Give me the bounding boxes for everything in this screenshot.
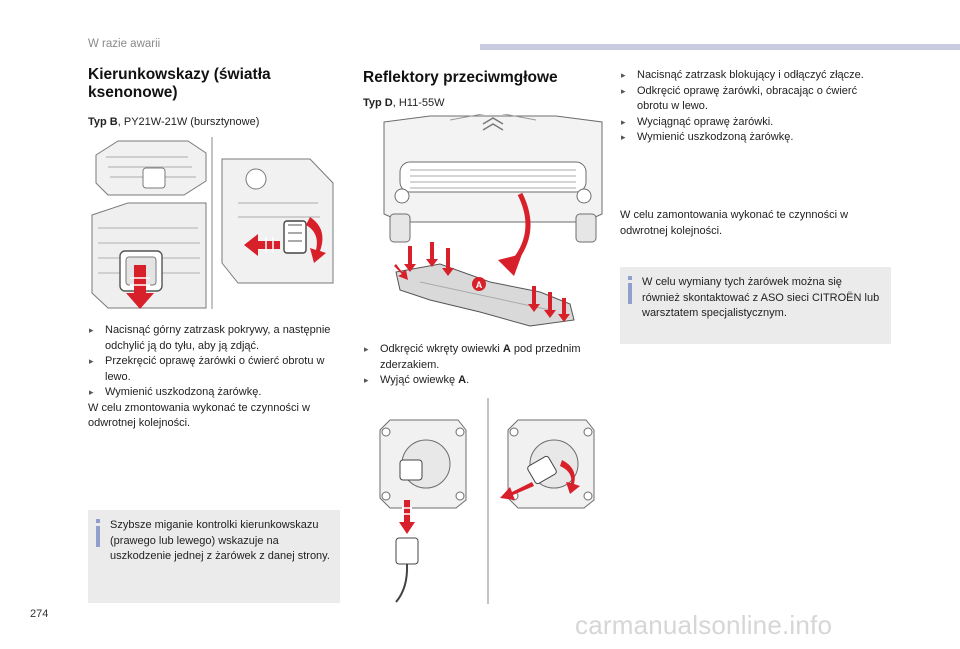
- turn-signal-steps: Nacisnąć górny zatrzask pokrywy, a nastę…: [88, 323, 346, 432]
- step-item: Odkręcić wkręty owiewki A pod przednim z…: [363, 342, 611, 373]
- step-bold: A: [458, 374, 467, 386]
- step-text: .: [466, 374, 470, 386]
- step-item: Wyciągnąć oprawę żarówki.: [620, 115, 882, 131]
- type-label: Typ B: [88, 116, 118, 128]
- note-text: W celu wymiany tych żarówek można się ró…: [642, 276, 880, 319]
- title-line-2: ksenonowe): [88, 84, 178, 101]
- step-text: Odkręcić wkręty owiewki: [380, 343, 503, 355]
- type-value: , PY21W-21W (bursztynowe): [117, 116, 260, 128]
- info-note-service: W celu wymiany tych żarówek można się ró…: [620, 267, 891, 344]
- running-header: W razie awarii: [88, 38, 161, 50]
- step-item: Odkręcić oprawę żarówki, obracając o ćwi…: [620, 84, 882, 115]
- type-label: Typ D: [363, 97, 393, 109]
- bulb-replacement-steps: Nacisnąć zatrzask blokujący i odłączyć z…: [620, 68, 882, 146]
- reassembly-text: W celu zmontowania wykonać te czynności …: [88, 401, 310, 430]
- step-item: Nacisnąć zatrzask blokujący i odłączyć z…: [620, 68, 882, 84]
- info-icon: [628, 276, 632, 304]
- fog-lamp-bulb-illustration: [379, 398, 595, 604]
- section-title-fog-lamps: Reflektory przeciwmgłowe: [363, 69, 558, 86]
- step-item: Nacisnąć górny zatrzask pokrywy, a nastę…: [88, 323, 346, 354]
- info-icon: [96, 519, 100, 547]
- note-text: Szybsze miganie kontrolki kierunkowskazu…: [110, 519, 330, 562]
- step-item: Przekręcić oprawę żarówki o ćwierć obrot…: [88, 354, 346, 385]
- bulb-type-d: Typ D, H11-55W: [363, 97, 445, 109]
- callout-a-circle: [472, 277, 486, 291]
- type-value: , H11-55W: [392, 97, 445, 109]
- header-bar: [480, 44, 960, 50]
- callout-a: A: [476, 280, 483, 290]
- turn-signal-illustration: [91, 137, 334, 309]
- section-title-turn-signals: Kierunkowskazy (światła ksenonowe): [88, 66, 338, 102]
- fog-lamp-cover-illustration: A: [383, 114, 603, 327]
- page-number: 274: [30, 608, 49, 620]
- step-bold: A: [502, 343, 511, 355]
- title-line-1: Kierunkowskazy (światła: [88, 66, 271, 83]
- bulb-type-b: Typ B, PY21W-21W (bursztynowe): [88, 116, 259, 128]
- info-note-turn-signal: Szybsze miganie kontrolki kierunkowskazu…: [88, 510, 340, 603]
- step-text: Wyjąć owiewkę: [380, 374, 459, 386]
- watermark: carmanualsonline.info: [575, 610, 833, 640]
- step-text: pod przednim zderzakiem.: [380, 343, 581, 371]
- step-item: Wymienić uszkodzoną żarówkę.: [620, 130, 882, 146]
- step-item: Wymienić uszkodzoną żarówkę.: [88, 385, 346, 401]
- cover-removal-steps: Odkręcić wkręty owiewki A pod przednim z…: [363, 342, 611, 389]
- reassembly-text: W celu zamontowania wykonać te czynności…: [620, 209, 849, 237]
- step-item: Wyjąć owiewkę A.: [363, 373, 611, 389]
